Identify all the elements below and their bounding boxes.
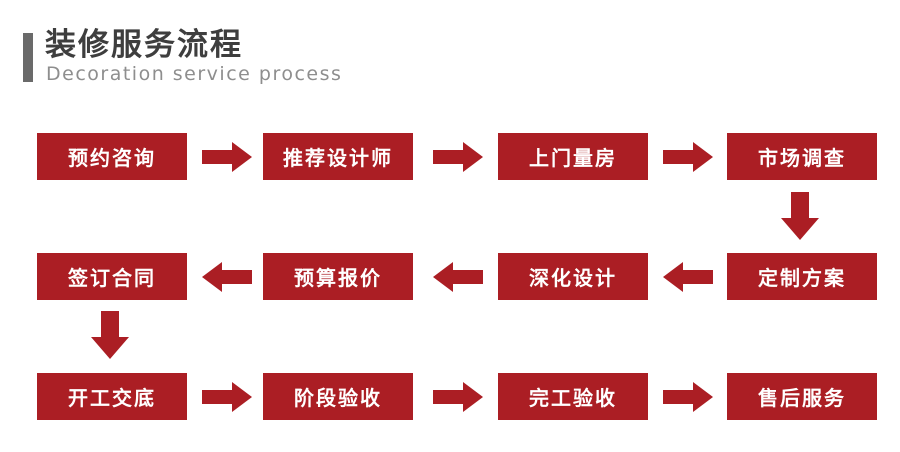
flow-row-3: 开工交底 阶段验收 完工验收 售后服务 [0, 373, 900, 420]
step-box-recommend-designer: 推荐设计师 [263, 133, 413, 180]
arrow-left-icon [202, 262, 252, 292]
arrow-left-icon [663, 262, 713, 292]
step-box-appointment-consult: 预约咨询 [37, 133, 187, 180]
title-accent-bar [23, 33, 33, 82]
step-box-stage-acceptance: 阶段验收 [263, 373, 413, 420]
arrow-right-icon [663, 382, 713, 412]
step-box-budget-quote: 预算报价 [263, 253, 413, 300]
step-box-market-research: 市场调查 [727, 133, 877, 180]
arrow-right-icon [433, 142, 483, 172]
step-box-after-sales-service: 售后服务 [727, 373, 877, 420]
arrow-down-icon [91, 311, 129, 359]
page-subtitle: Decoration service process [46, 63, 343, 85]
page-title: 装修服务流程 [45, 27, 243, 63]
arrow-down-icon [781, 192, 819, 240]
arrow-right-icon [202, 142, 252, 172]
flow-row-1: 预约咨询 推荐设计师 上门量房 市场调查 [0, 133, 900, 180]
arrow-right-icon [433, 382, 483, 412]
arrow-right-icon [202, 382, 252, 412]
step-box-detailed-design: 深化设计 [498, 253, 648, 300]
step-box-construction-briefing: 开工交底 [37, 373, 187, 420]
arrow-left-icon [433, 262, 483, 292]
step-box-custom-plan: 定制方案 [727, 253, 877, 300]
flow-row-2: 签订合同 预算报价 深化设计 定制方案 [0, 253, 900, 300]
step-box-completion-acceptance: 完工验收 [498, 373, 648, 420]
arrow-right-icon [663, 142, 713, 172]
step-box-sign-contract: 签订合同 [37, 253, 187, 300]
step-box-onsite-measuring: 上门量房 [498, 133, 648, 180]
